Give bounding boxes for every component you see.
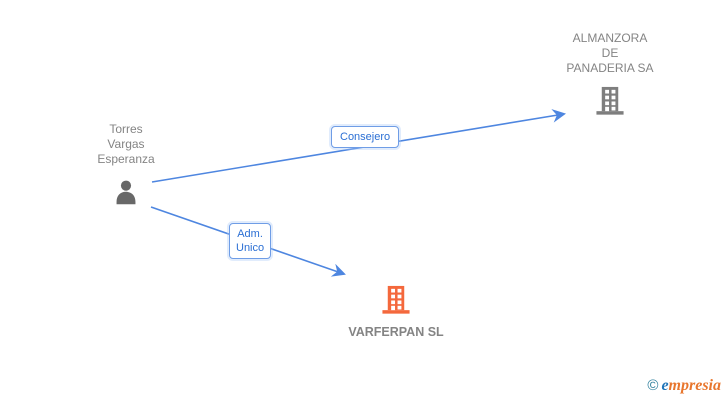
edge-consejero-line xyxy=(151,109,567,183)
edge-label-text: Consejero xyxy=(340,131,391,143)
company-node-almanzora-de-panaderia-sa[interactable]: ALMANZORA DE PANADERIA SA xyxy=(540,31,680,121)
edge-label-adm-unico: Adm. Unico xyxy=(229,223,272,259)
person-name-line: Torres xyxy=(109,122,143,136)
company-name-line: DE xyxy=(601,46,619,60)
person-node-torres-vargas-esperanza[interactable]: Torres Vargas Esperanza xyxy=(66,122,186,213)
company-name: VARFERPAN SL xyxy=(348,325,444,339)
edge-label-text-line: Adm. xyxy=(237,228,263,240)
person-icon xyxy=(66,178,186,213)
company-name-line: PANADERIA SA xyxy=(566,61,654,75)
edge-label-text-line: Unico xyxy=(236,242,265,254)
company-name-line: ALMANZORA xyxy=(572,31,648,45)
logo-text: mpresia xyxy=(668,377,721,394)
person-name-line: Vargas xyxy=(107,137,145,151)
edge-label-consejero: Consejero xyxy=(331,126,400,148)
person-name-line: Esperanza xyxy=(97,152,155,166)
logo-letter-e: e xyxy=(661,377,669,394)
building-icon xyxy=(540,85,680,121)
building-icon xyxy=(336,284,456,320)
empresia-logo[interactable]: ©empresia xyxy=(647,377,721,395)
copyright-icon: © xyxy=(647,377,659,394)
company-node-varferpan-sl[interactable]: VARFERPAN SL xyxy=(336,284,456,339)
